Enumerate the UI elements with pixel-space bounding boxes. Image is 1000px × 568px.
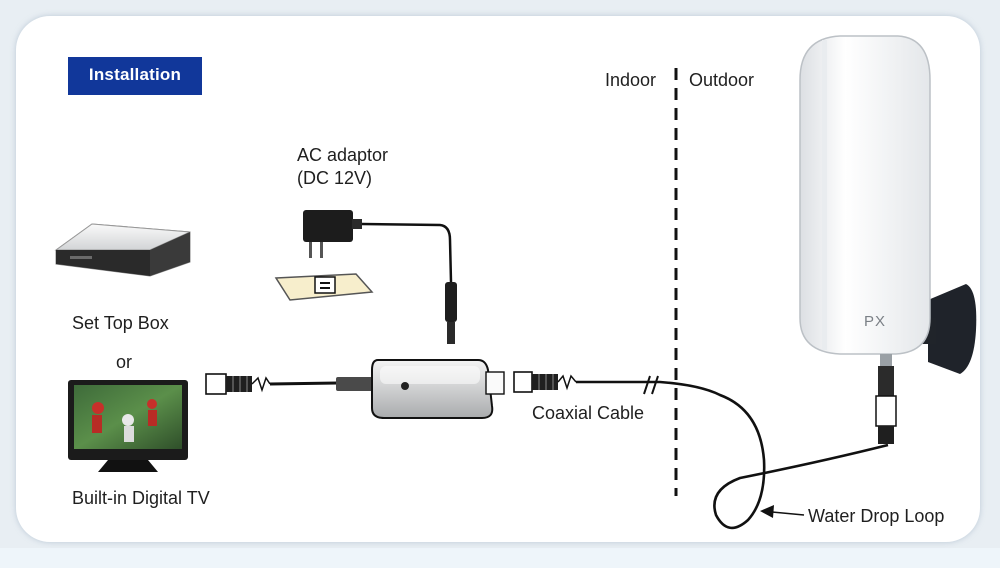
- digital-tv-label: Built-in Digital TV: [72, 488, 210, 508]
- left-coax-cable: [205, 373, 376, 395]
- outdoor-antenna-icon: [799, 35, 977, 444]
- ac-adaptor-icon: [274, 210, 374, 301]
- water-drop-loop-label: Water Drop Loop: [808, 506, 945, 526]
- right-coax-cable: [513, 371, 889, 530]
- coaxial-cable-label: Coaxial Cable: [532, 403, 645, 423]
- digital-tv-icon: [68, 380, 188, 472]
- set-top-box-icon: [54, 223, 191, 277]
- installation-badge: Installation: [68, 57, 202, 95]
- or-label: or: [116, 352, 133, 372]
- amplifier-icon: [371, 359, 505, 419]
- bottom-band: [0, 548, 1000, 568]
- ac-voltage-label: (DC 12V): [297, 168, 373, 188]
- indoor-label: Indoor: [605, 70, 657, 90]
- ac-adaptor-label: AC adaptor: [297, 145, 389, 165]
- antenna-brand-label: PX: [864, 313, 887, 330]
- outdoor-label: Outdoor: [689, 70, 755, 90]
- power-cable: [361, 222, 457, 344]
- water-drop-loop-arrow: [760, 505, 805, 518]
- set-top-box-label: Set Top Box: [72, 313, 169, 333]
